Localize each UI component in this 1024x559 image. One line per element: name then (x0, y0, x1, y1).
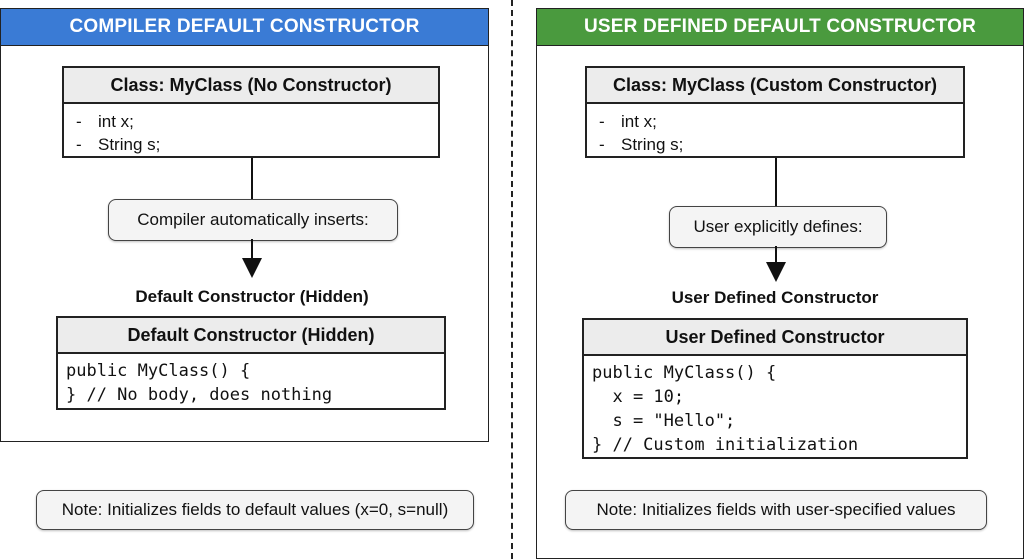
right-field-int: int x; (621, 112, 657, 131)
right-note: Note: Initializes fields with user-speci… (565, 490, 987, 530)
left-field-int: int x; (98, 112, 134, 131)
right-field-string: String s; (621, 135, 684, 154)
left-field-row: -String s; (76, 135, 161, 154)
right-ctor-box: User Defined Constructor public MyClass(… (582, 318, 968, 459)
left-result-label: Default Constructor (Hidden) (135, 287, 369, 306)
compiler-default-header: COMPILER DEFAULT CONSTRUCTOR (1, 9, 488, 46)
right-result-label: User Defined Constructor (671, 288, 879, 307)
right-ctor-code: public MyClass() { x = 10; s = "Hello"; … (592, 363, 859, 455)
left-ctor-title: Default Constructor (Hidden) (58, 318, 444, 354)
left-field-row: -int x; (76, 112, 134, 131)
right-field-row: -int x; (599, 112, 657, 131)
left-class-title: Class: MyClass (No Constructor) (64, 68, 438, 104)
user-defined-header: USER DEFINED DEFAULT CONSTRUCTOR (537, 9, 1023, 46)
left-field-string: String s; (98, 135, 161, 154)
left-note: Note: Initializes fields to default valu… (36, 490, 474, 530)
left-action-pill: Compiler automatically inserts: (108, 199, 398, 241)
right-action-pill: User explicitly defines: (669, 206, 887, 248)
panel-divider (511, 0, 513, 559)
right-ctor-title: User Defined Constructor (584, 320, 966, 356)
left-ctor-code: public MyClass() { } // No body, does no… (66, 361, 333, 405)
left-class-box: Class: MyClass (No Constructor) -int x; … (62, 66, 440, 158)
right-class-title: Class: MyClass (Custom Constructor) (587, 68, 963, 104)
right-field-list: -int x; -String s; (587, 104, 963, 162)
left-ctor-box: Default Constructor (Hidden) public MyCl… (56, 316, 446, 410)
right-class-box: Class: MyClass (Custom Constructor) -int… (585, 66, 965, 158)
right-field-row: -String s; (599, 135, 684, 154)
left-field-list: -int x; -String s; (64, 104, 438, 162)
